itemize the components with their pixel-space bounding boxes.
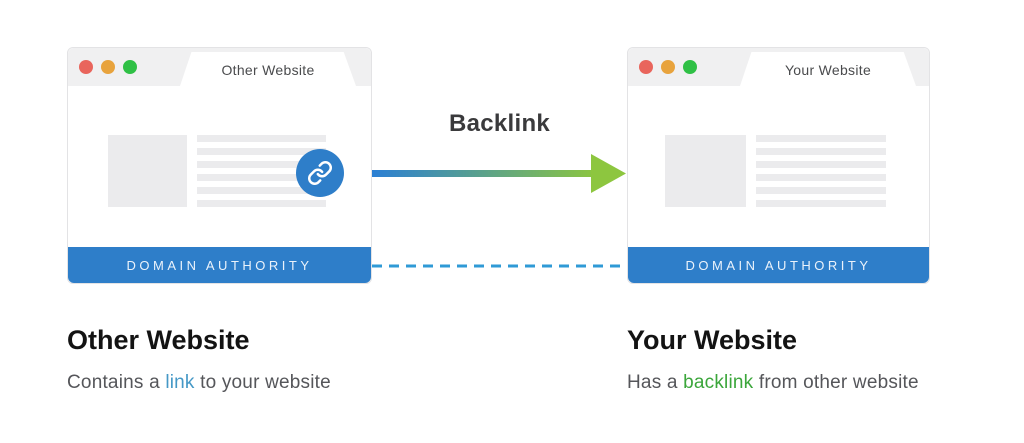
- minimize-dot-icon: [661, 60, 675, 74]
- image-placeholder: [665, 135, 746, 207]
- text-line: [197, 135, 326, 142]
- text-line: [756, 200, 886, 207]
- close-dot-icon: [79, 60, 93, 74]
- image-placeholder: [108, 135, 187, 207]
- traffic-lights: [639, 60, 697, 74]
- domain-authority-label: DOMAIN AUTHORITY: [126, 257, 313, 273]
- domain-authority-bar: DOMAIN AUTHORITY: [628, 247, 929, 283]
- traffic-lights: [79, 60, 137, 74]
- text-line: [197, 174, 326, 181]
- maximize-dot-icon: [123, 60, 137, 74]
- window-header: Your Website: [628, 48, 929, 86]
- browser-tab-your: Your Website: [740, 52, 916, 86]
- text-lines: [756, 135, 886, 213]
- backlink-keyword: backlink: [683, 372, 754, 393]
- subtitle-prefix: Contains a: [67, 372, 166, 393]
- text-line: [197, 187, 326, 194]
- tab-title: Other Website: [221, 62, 315, 78]
- subtitle-prefix: Has a: [627, 372, 684, 393]
- subtitle-suffix: from other website: [753, 372, 919, 393]
- caption-other-website: Other Website Contains a link to your we…: [67, 325, 331, 394]
- backlink-arrow-label: Backlink: [448, 110, 551, 137]
- browser-window-your: Your Website DOMAIN AUTHORITY: [627, 47, 930, 284]
- caption-title: Other Website: [67, 325, 250, 355]
- caption-title: Your Website: [627, 325, 798, 355]
- chain-link-icon: [308, 161, 332, 185]
- text-line: [197, 200, 326, 207]
- maximize-dot-icon: [683, 60, 697, 74]
- domain-authority-connector: [372, 264, 627, 268]
- tab-title: Your Website: [784, 62, 872, 78]
- text-lines: [197, 135, 326, 213]
- minimize-dot-icon: [101, 60, 115, 74]
- link-badge: [296, 149, 344, 197]
- text-line: [756, 148, 886, 155]
- text-line: [756, 187, 886, 194]
- link-keyword: link: [165, 372, 195, 393]
- browser-tab-other: Other Website: [180, 52, 356, 86]
- caption-your-website: Your Website Has a backlink from other w…: [627, 325, 919, 394]
- domain-authority-bar: DOMAIN AUTHORITY: [68, 247, 371, 283]
- caption-subtitle: Contains a link to your website: [67, 372, 331, 394]
- domain-authority-label: DOMAIN AUTHORITY: [685, 257, 872, 273]
- text-line: [756, 135, 886, 142]
- caption-subtitle: Has a backlink from other website: [627, 372, 919, 394]
- text-line: [756, 161, 886, 168]
- window-header: Other Website: [68, 48, 371, 86]
- text-line: [756, 174, 886, 181]
- browser-window-other: Other Website DOMAIN AUTHORITY: [67, 47, 372, 284]
- text-line: [197, 148, 326, 155]
- close-dot-icon: [639, 60, 653, 74]
- text-line: [197, 161, 326, 168]
- subtitle-suffix: to your website: [194, 372, 331, 393]
- backlink-arrow: [372, 154, 626, 193]
